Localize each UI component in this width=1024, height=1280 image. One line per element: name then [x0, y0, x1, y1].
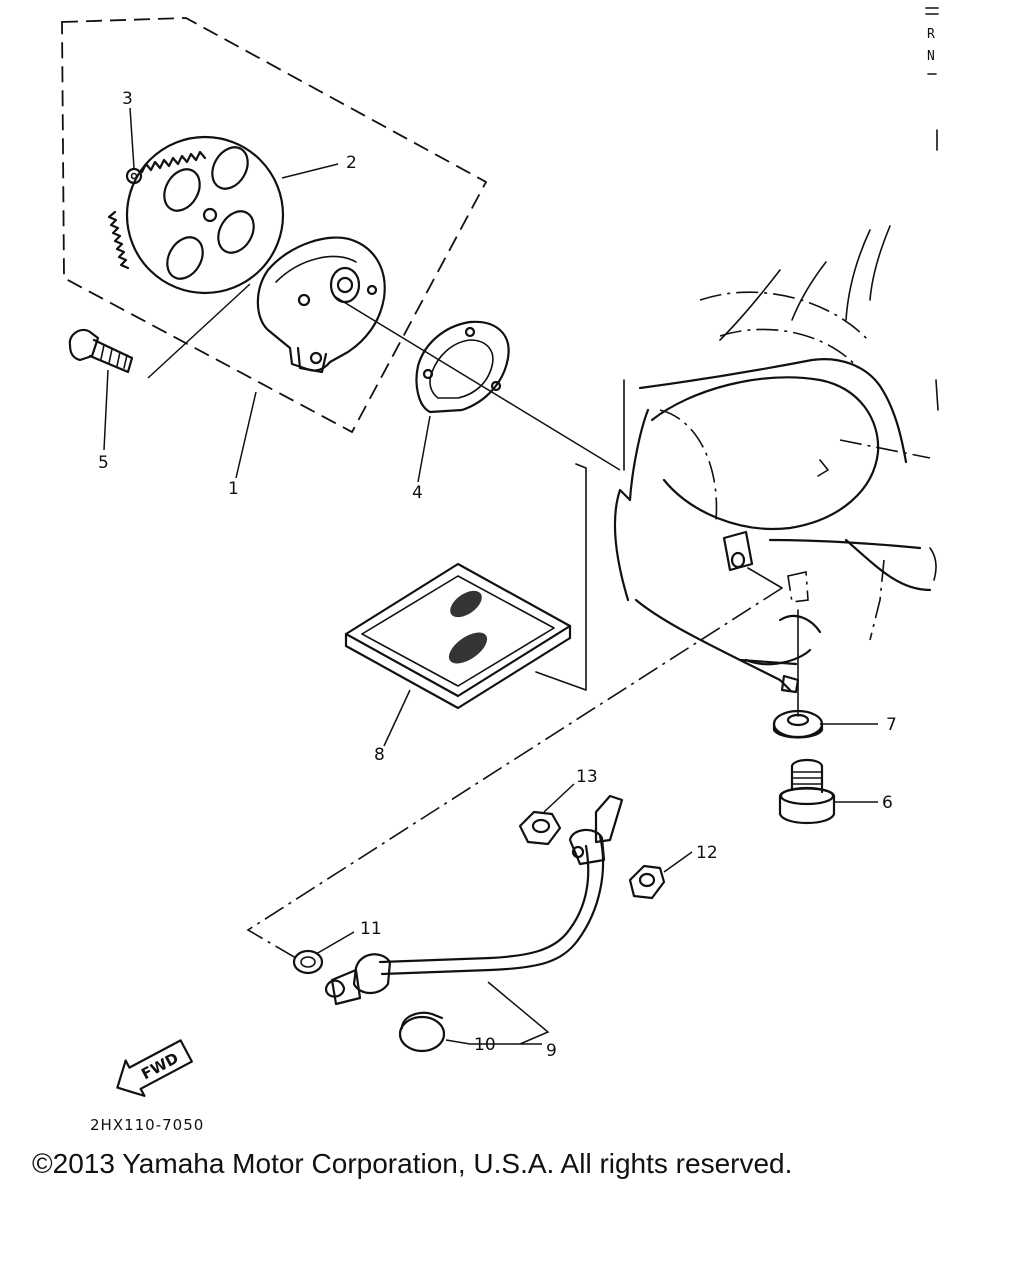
callout-9: 9 [546, 1041, 557, 1061]
bolt [68, 328, 134, 374]
drawing-code: 2HX110-7050 [90, 1116, 204, 1134]
callout-6: 6 [882, 793, 893, 813]
fwd-arrow-icon: FWD [116, 1039, 193, 1097]
oil-pump-gear [107, 135, 285, 295]
nut-13 [518, 810, 562, 846]
callout-4: 4 [412, 483, 423, 503]
oil-strainer [344, 562, 572, 710]
callout-10: 10 [474, 1035, 496, 1055]
callout-11: 11 [360, 919, 382, 939]
edge-mark-n: N [927, 49, 935, 64]
circlip [125, 167, 143, 185]
leader-lines [103, 107, 878, 1045]
callout-5: 5 [98, 453, 109, 473]
drain-plug [778, 758, 836, 824]
callout-1: 1 [228, 479, 239, 499]
callout-3: 3 [122, 89, 133, 109]
gasket [415, 320, 510, 414]
nut-12 [628, 864, 666, 900]
edge-mark-r: R [927, 27, 935, 42]
strainer-mesh [448, 590, 488, 664]
strainer-mount-line [535, 463, 587, 691]
oil-pump-body [256, 236, 386, 374]
pipe-washer [292, 949, 324, 975]
callout-8: 8 [374, 745, 385, 765]
callout-2: 2 [346, 153, 357, 173]
callout-12: 12 [696, 843, 718, 863]
oil-pump-assembly-outline [61, 17, 488, 434]
callout-7: 7 [886, 715, 897, 735]
assembly-lines [246, 295, 799, 959]
crankcase [613, 225, 939, 694]
callout-13: 13 [576, 767, 598, 787]
copyright-notice: ©2013 Yamaha Motor Corporation, U.S.A. A… [32, 1148, 793, 1179]
pipe-cap [398, 1011, 446, 1053]
callout-numbers: 1 2 3 4 5 6 7 8 9 10 11 12 13 [98, 89, 897, 1061]
oil-delivery-pipe [324, 794, 624, 1006]
edge-marks: R N [925, 7, 939, 151]
